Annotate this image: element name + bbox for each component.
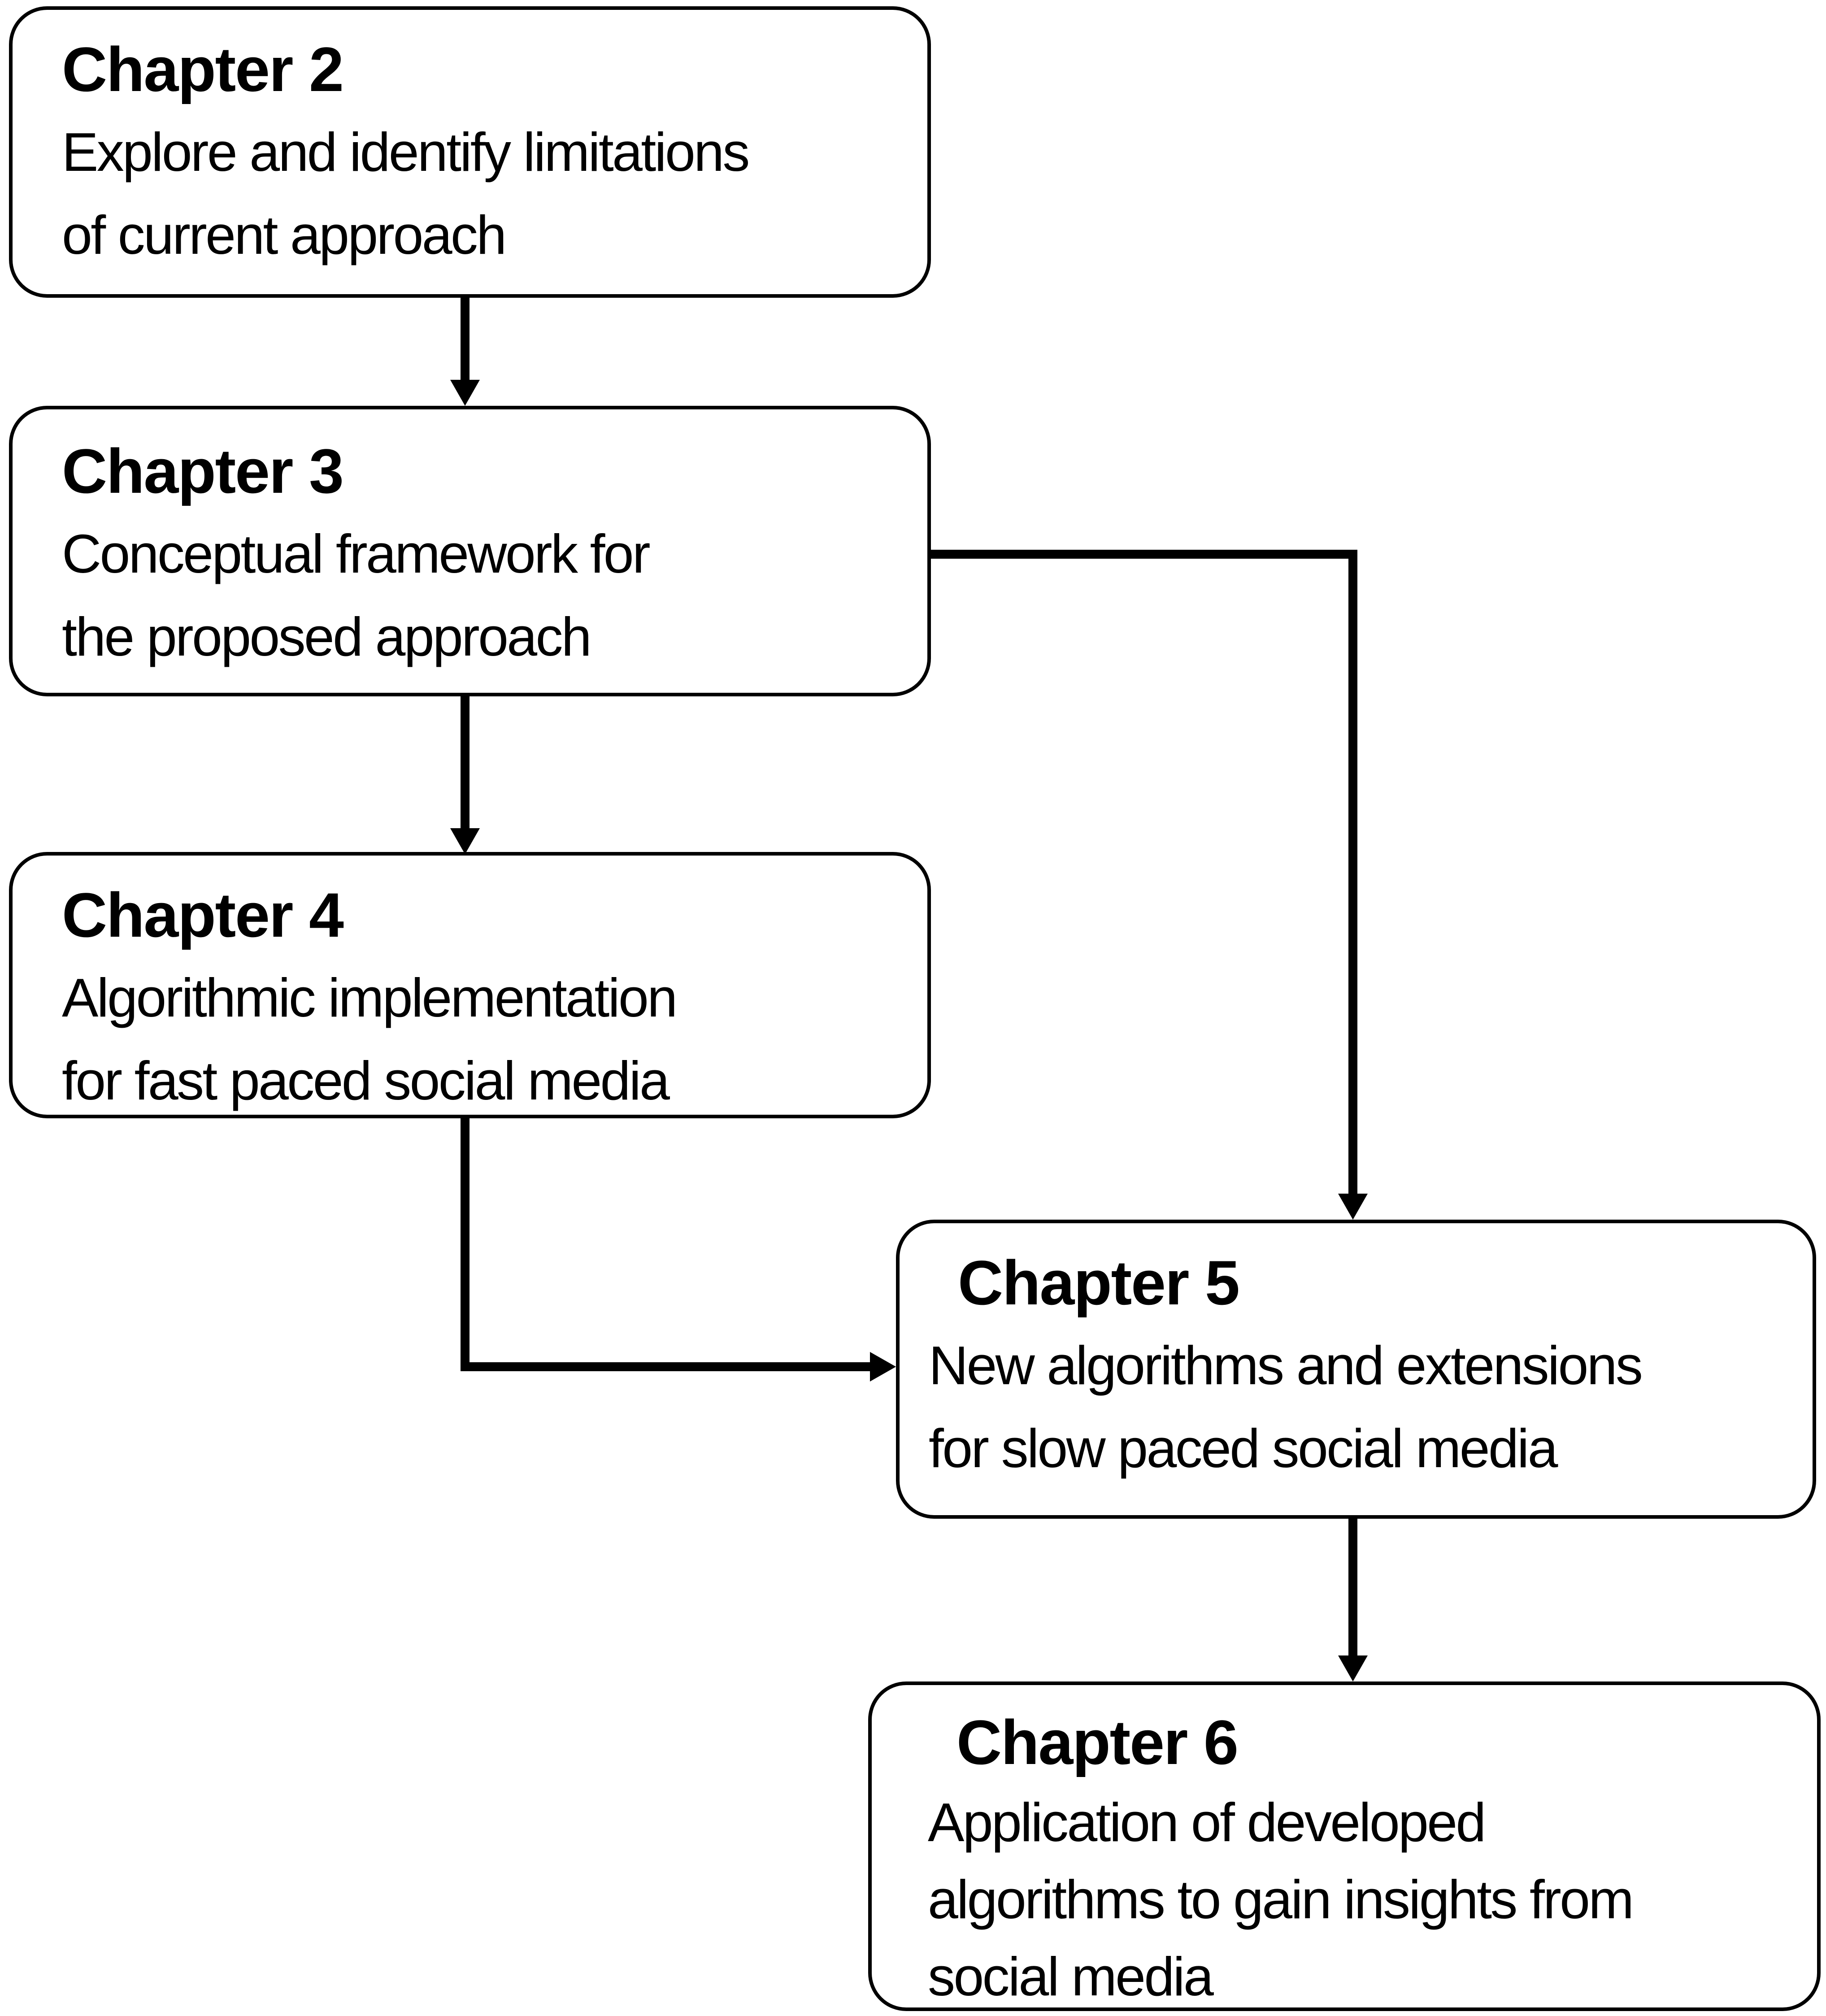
- node-line: for slow paced social media: [929, 1418, 1558, 1479]
- edge-ch3-ch4-arrowhead: [450, 828, 480, 854]
- edge-ch3-ch5-horizontal-segment: [928, 550, 1357, 559]
- flow-node-chapter-2: Chapter 2 Explore and identify limitatio…: [9, 6, 931, 298]
- edge-ch3-ch5-arrowhead: [1338, 1194, 1368, 1220]
- node-title: Chapter 3: [62, 436, 344, 506]
- node-line: algorithms to gain insights from: [928, 1869, 1634, 1930]
- node-line: social media: [928, 1946, 1214, 2007]
- edge-ch5-ch6-arrowhead: [1338, 1655, 1368, 1681]
- node-line: the proposed approach: [62, 606, 592, 667]
- node-line: of current approach: [62, 204, 507, 265]
- flow-node-chapter-3: Chapter 3 Conceptual framework for the p…: [9, 406, 931, 696]
- flow-node-chapter-6: Chapter 6 Application of developed algor…: [868, 1681, 1821, 2011]
- node-title: Chapter 4: [62, 880, 344, 950]
- node-line: New algorithms and extensions: [929, 1335, 1643, 1396]
- edge-ch3-ch5-vertical-segment: [1348, 550, 1357, 1194]
- edge-ch4-ch5-vertical-segment: [461, 1118, 470, 1371]
- edge-ch3-ch4-shaft: [461, 696, 470, 828]
- node-line: Application of developed: [928, 1792, 1486, 1853]
- node-line: for fast paced social media: [62, 1050, 670, 1111]
- edge-ch2-ch3-arrowhead: [450, 380, 480, 406]
- node-title: Chapter 5: [958, 1247, 1240, 1318]
- edge-ch4-ch5-arrowhead: [870, 1352, 896, 1382]
- node-line: Conceptual framework for: [62, 523, 651, 584]
- edge-ch4-ch5-horizontal-segment: [461, 1362, 870, 1371]
- node-title: Chapter 2: [62, 34, 344, 104]
- flow-node-chapter-5: Chapter 5 New algorithms and extensions …: [896, 1220, 1816, 1519]
- flow-node-chapter-4: Chapter 4 Algorithmic implementation for…: [9, 852, 931, 1118]
- node-line: Explore and identify limitations: [62, 122, 750, 182]
- edge-ch2-ch3-shaft: [461, 298, 470, 382]
- node-title: Chapter 6: [956, 1707, 1239, 1777]
- edge-ch5-ch6-shaft: [1348, 1519, 1357, 1655]
- node-line: Algorithmic implementation: [62, 967, 678, 1028]
